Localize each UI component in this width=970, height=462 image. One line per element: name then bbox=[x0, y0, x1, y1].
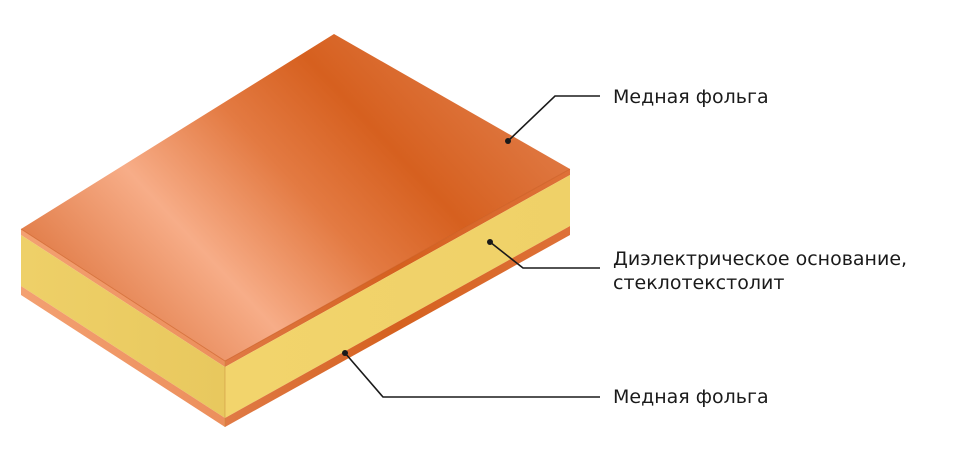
callout-top-copper: Медная фольга bbox=[505, 86, 769, 144]
laminate-block bbox=[20, 34, 571, 427]
callout-bottom-copper: Медная фольга bbox=[342, 350, 769, 408]
callout-top-leader bbox=[507, 95, 600, 142]
callout-bottom-label: Медная фольга bbox=[613, 386, 769, 408]
callout-middle-label-line1: Диэлектрическое основание, bbox=[613, 248, 907, 270]
bottom-copper-front-edge bbox=[21, 286, 225, 427]
callout-dielectric: Диэлектрическое основание, стеклотекстол… bbox=[487, 239, 907, 294]
dielectric-right-face bbox=[225, 175, 570, 418]
top-copper-front-edge bbox=[21, 229, 225, 367]
callout-top-label: Медная фольга bbox=[613, 86, 769, 108]
callout-middle-label-line2: стеклотекстолит bbox=[613, 272, 784, 294]
bottom-copper-right-edge bbox=[225, 226, 570, 427]
dielectric-front-face bbox=[21, 235, 225, 418]
callout-bottom-leader bbox=[344, 352, 600, 398]
top-copper-surface bbox=[21, 34, 570, 361]
callout-middle-leader bbox=[489, 241, 600, 269]
top-copper-right-edge bbox=[225, 169, 570, 367]
